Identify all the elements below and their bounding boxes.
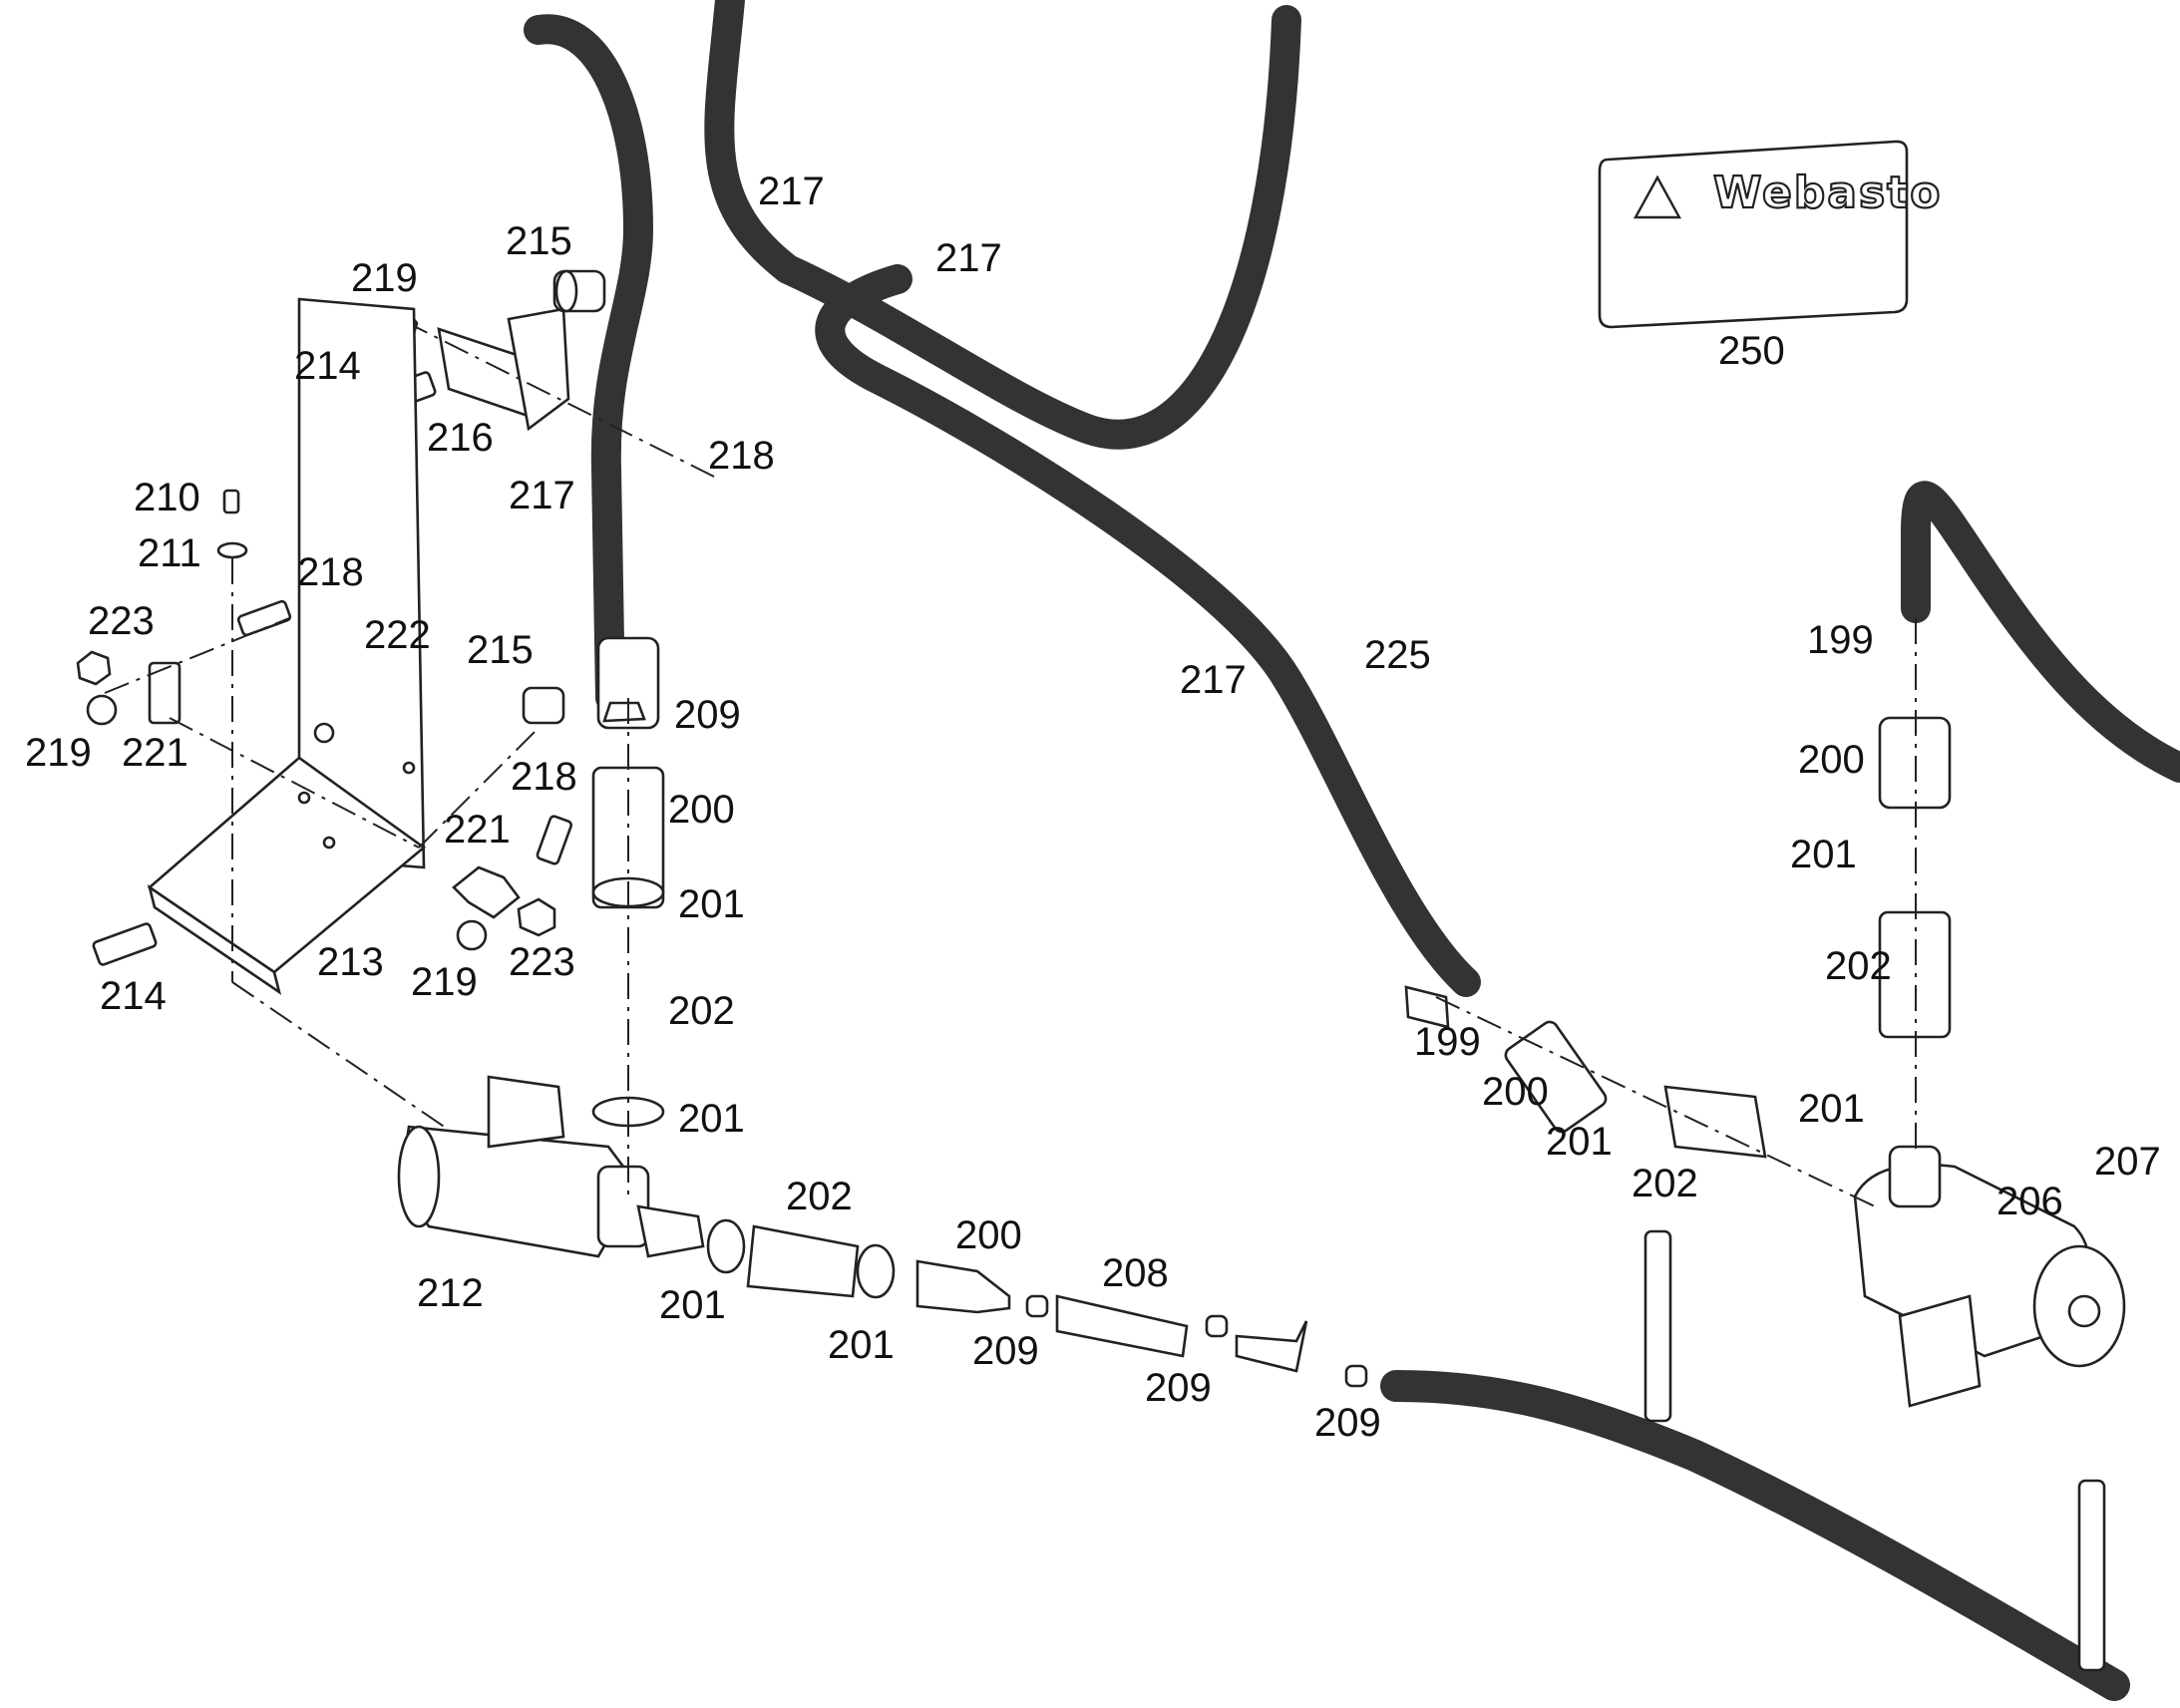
callout-200-right: 200 (1798, 738, 1865, 782)
mounting-bracket-213 (76, 297, 573, 1138)
callout-223-left: 223 (88, 599, 155, 643)
callout-207: 207 (2094, 1140, 2161, 1184)
callout-202-right: 202 (1825, 944, 1892, 988)
coolant-hoses (524, 0, 2180, 1701)
callout-218-right: 218 (511, 755, 577, 799)
callout-206: 206 (1997, 1180, 2063, 1223)
callout-214-bottom: 214 (100, 974, 167, 1018)
callout-219-top: 219 (351, 256, 418, 300)
callout-214-top: 214 (294, 344, 361, 388)
callout-202-mid: 202 (1632, 1162, 1698, 1205)
callout-201-c: 201 (659, 1283, 726, 1327)
callout-219-bottom: 219 (411, 960, 478, 1004)
callout-200-bottom: 200 (955, 1213, 1022, 1257)
brand-label: Webasto (1713, 168, 1942, 218)
callout-215-top: 215 (506, 219, 572, 263)
callout-217-left: 217 (509, 474, 575, 517)
callout-225: 225 (1364, 633, 1431, 677)
callout-211: 211 (138, 531, 201, 575)
callout-217-top: 217 (758, 170, 825, 213)
callout-199-mid: 199 (1414, 1020, 1481, 1064)
callout-201-f: 201 (1790, 833, 1857, 876)
callout-222: 222 (364, 613, 431, 657)
callout-209-c: 209 (1145, 1366, 1212, 1410)
callout-215-bracket: 215 (467, 628, 534, 672)
callout-209-d: 209 (1314, 1401, 1381, 1445)
part-callouts: 217 217 217 217 250 215 215 219 219 219 … (25, 170, 2161, 1445)
webasto-label-plate: Webasto (1598, 140, 1942, 329)
callout-209-b: 209 (972, 1329, 1039, 1373)
callout-218-left: 218 (297, 550, 364, 594)
callout-200-left: 200 (668, 788, 735, 832)
callout-221-right: 221 (444, 808, 511, 852)
callout-221-left: 221 (122, 731, 188, 775)
callout-219-left: 219 (25, 731, 92, 775)
callout-217-loop: 217 (935, 236, 1002, 280)
callout-201-a: 201 (678, 882, 745, 926)
callout-202-left: 202 (668, 989, 735, 1033)
callout-250: 250 (1718, 329, 1785, 373)
callout-216: 216 (427, 416, 494, 460)
callout-200-mid: 200 (1482, 1070, 1549, 1114)
callout-201-b: 201 (678, 1097, 745, 1141)
callout-201-g: 201 (1798, 1087, 1865, 1131)
callout-217-middle: 217 (1180, 658, 1247, 702)
warning-triangle-icon (1633, 174, 1682, 219)
left-pump-assembly (397, 636, 1368, 1388)
callout-210: 210 (134, 476, 200, 519)
callout-201-d: 201 (828, 1323, 895, 1367)
callout-209-upper: 209 (674, 693, 741, 737)
callout-208: 208 (1102, 1251, 1169, 1295)
hose-support-brackets (1643, 1229, 2106, 1672)
right-pump-assembly (1404, 618, 2126, 1408)
callout-202-bottom: 202 (786, 1175, 853, 1218)
callout-199-right: 199 (1807, 618, 1874, 662)
callout-213: 213 (317, 940, 384, 984)
callout-218-top: 218 (708, 434, 775, 478)
callout-212: 212 (417, 1271, 484, 1315)
callout-201-e: 201 (1546, 1120, 1613, 1164)
callout-223-right: 223 (509, 940, 575, 984)
